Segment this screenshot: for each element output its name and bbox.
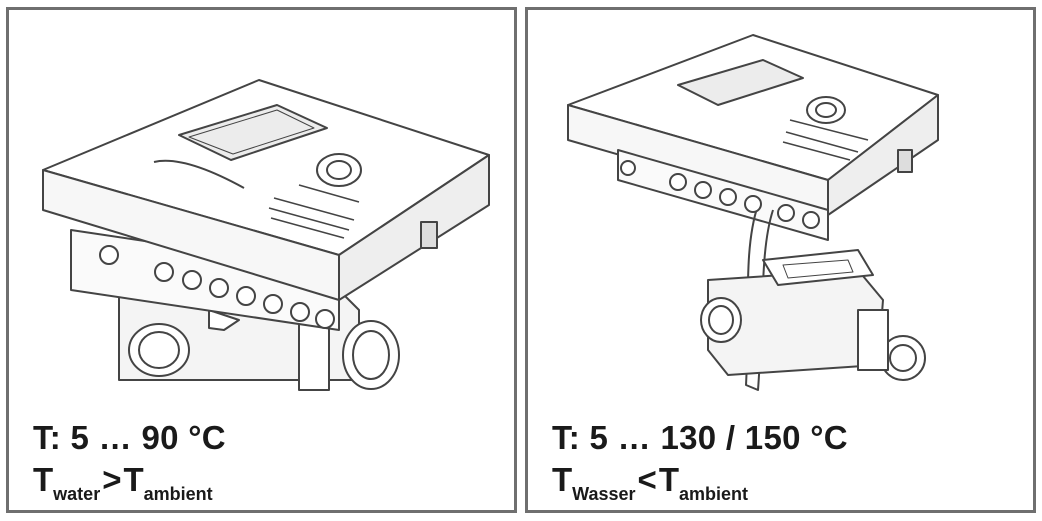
subscript-wasser: Wasser <box>572 484 636 504</box>
subscript-ambient: ambient <box>679 484 749 504</box>
subscript-water: water <box>53 484 101 504</box>
symbol-t: T <box>33 461 54 498</box>
symbol-t: T <box>658 461 679 498</box>
subscript-ambient: ambient <box>143 484 213 504</box>
temperature-range: T: 5 … 130 / 150 °C <box>552 419 848 456</box>
caption: T: 5 … 130 / 150 °C TWasser<Tambient <box>552 418 848 510</box>
operator: > <box>102 461 122 498</box>
temperature-condition: TWasser<Tambient <box>552 458 848 510</box>
temperature-range: T: 5 … 90 °C <box>33 419 226 456</box>
symbol-t: T <box>552 461 573 498</box>
panel-compact-meter: T: 5 … 90 °C Twater>Tambient <box>6 7 517 513</box>
symbol-t: T <box>123 461 144 498</box>
caption: T: 5 … 90 °C Twater>Tambient <box>33 418 226 510</box>
heat-meter-compact-illustration <box>42 79 490 391</box>
panel-split-meter: T: 5 … 130 / 150 °C TWasser<Tambient <box>525 7 1036 513</box>
operator: < <box>637 461 657 498</box>
heat-meter-split-illustration <box>567 34 939 391</box>
temperature-condition: Twater>Tambient <box>33 458 226 510</box>
